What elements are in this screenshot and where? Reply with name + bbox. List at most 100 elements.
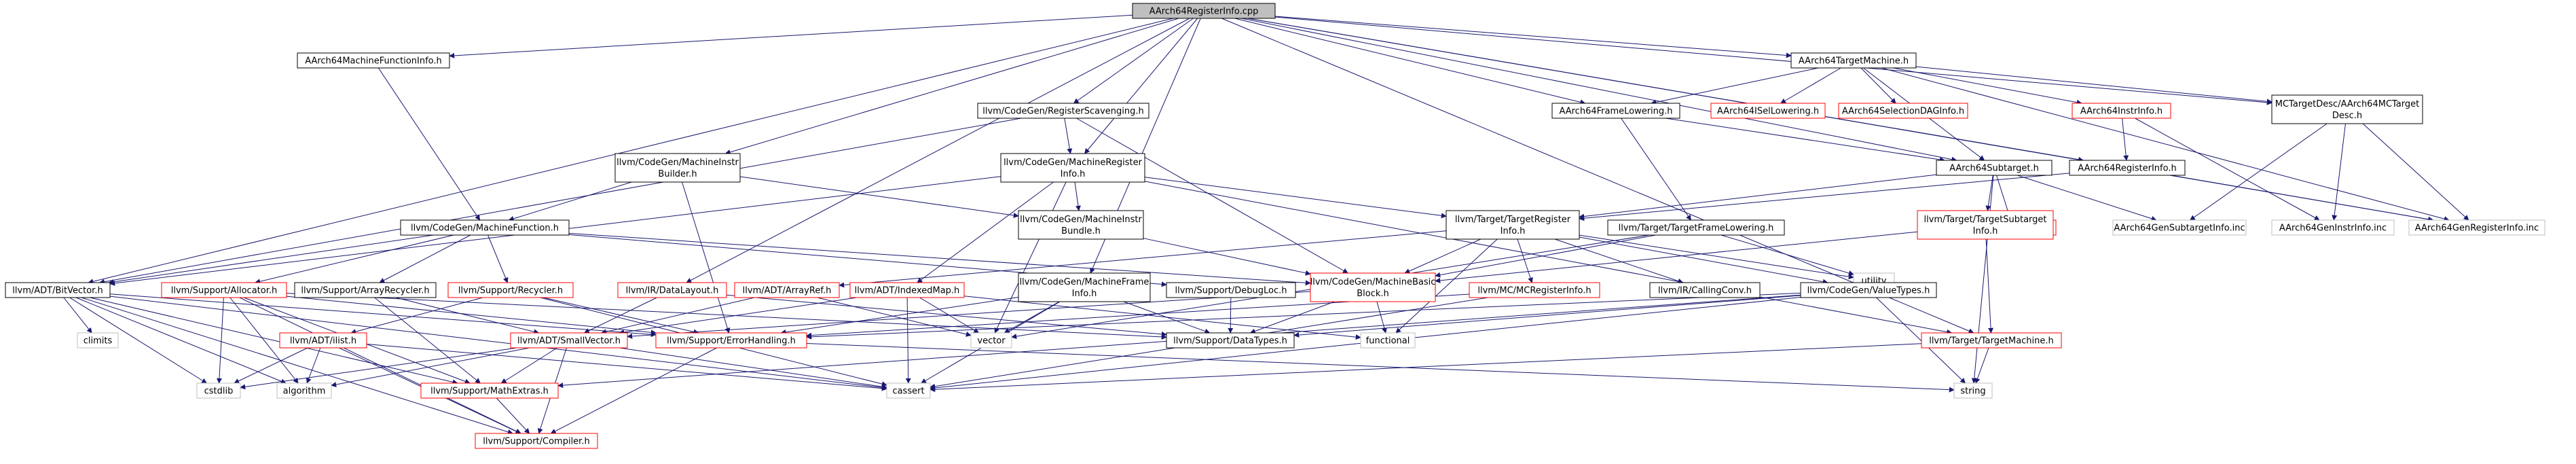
- node-box: [77, 332, 119, 349]
- node-mfunction[interactable]: llvm/CodeGen/MachineFunction.h: [400, 219, 570, 236]
- node-isel[interactable]: AArch64ISelLowering.h: [1710, 103, 1826, 119]
- edge-targetMachine-to-instrInfo: [1893, 67, 2082, 105]
- node-debugLoc[interactable]: llvm/Support/DebugLoc.h: [1166, 282, 1296, 298]
- node-dataLayout[interactable]: llvm/IR/DataLayout.h: [617, 282, 727, 298]
- edge-valueTypes-to-errorHandling: [806, 292, 1801, 340]
- node-root[interactable]: AArch64RegisterInfo.cpp: [1132, 3, 1276, 19]
- node-errorHandling[interactable]: llvm/Support/ErrorHandling.h: [655, 332, 807, 349]
- node-box: [2069, 160, 2186, 176]
- edge-root-to-mcTargetDesc: [1274, 16, 2273, 105]
- node-label: climits: [84, 336, 113, 346]
- node-label: llvm/ADT/SmallVector.h: [517, 336, 621, 346]
- node-label: AArch64GenRegisterInfo.inc: [2415, 224, 2539, 234]
- edge-tregInfo-to-functional: [1395, 238, 1498, 334]
- node-cassert[interactable]: cassert: [886, 382, 931, 399]
- node-box: [294, 282, 437, 298]
- node-label: llvm/Support/MathExtras.h: [430, 387, 549, 397]
- node-indexedMap[interactable]: llvm/ADT/IndexedMap.h: [849, 282, 965, 298]
- node-recycler[interactable]: llvm/Support/Recycler.h: [447, 282, 574, 298]
- node-arrayRecycler[interactable]: llvm/Support/ArrayRecycler.h: [294, 282, 437, 298]
- node-box: [1800, 282, 1937, 298]
- node-functional[interactable]: functional: [1360, 332, 1416, 349]
- edge-root-to-mreginfo: [1084, 18, 1198, 154]
- node-box: [161, 282, 287, 298]
- node-label: llvm/Support/Recycler.h: [458, 286, 563, 296]
- node-climits[interactable]: climits: [77, 332, 119, 349]
- node-tframeLowering[interactable]: llvm/Target/TargetFrameLowering.h: [1607, 219, 1785, 236]
- node-registerInfoH[interactable]: AArch64RegisterInfo.h: [2069, 160, 2186, 176]
- edge-ilist-to-cassert: [366, 343, 887, 391]
- edge-mfunction-to-recycler: [487, 234, 509, 283]
- node-box: [1551, 103, 1680, 119]
- node-targetMachine[interactable]: AArch64TargetMachine.h: [1790, 52, 1917, 69]
- node-label: llvm/Support/DataTypes.h: [1173, 336, 1287, 346]
- node-valueTypes[interactable]: llvm/CodeGen/ValueTypes.h: [1800, 282, 1937, 298]
- node-ilist[interactable]: llvm/ADT/ilist.h: [279, 332, 367, 349]
- edge-root-to-subtarget: [1241, 18, 1957, 162]
- edge-targetMachine-to-genRegister: [1881, 67, 2450, 222]
- node-allocator[interactable]: llvm/Support/Allocator.h: [161, 282, 287, 298]
- node-regScav[interactable]: llvm/CodeGen/RegisterScavenging.h: [977, 103, 1149, 119]
- node-cstdlib[interactable]: cstdlib: [196, 382, 241, 399]
- edge-smallVector-to-cstdlib: [240, 347, 517, 390]
- edge-arrayRef-to-smallVector: [600, 297, 755, 335]
- edge-instrInfo-to-registerInfoH: [2122, 118, 2129, 161]
- node-instrInfo[interactable]: AArch64InstrInfo.h: [2072, 103, 2171, 119]
- node-box: [2072, 103, 2171, 119]
- node-box: [297, 52, 450, 69]
- node-arrayRef[interactable]: llvm/ADT/ArrayRef.h: [734, 282, 840, 298]
- node-machineFunctionInfo[interactable]: AArch64MachineFunctionInfo.h: [297, 52, 450, 69]
- node-genInstr[interactable]: AArch64GenInstrInfo.inc: [2271, 219, 2395, 236]
- node-label: llvm/ADT/ilist.h: [290, 336, 356, 346]
- node-string[interactable]: string: [1953, 382, 1993, 399]
- node-mathExtras[interactable]: llvm/Support/MathExtras.h: [420, 382, 559, 399]
- edge-tregInfo-to-valueTypes: [1579, 236, 1828, 285]
- edge-tframeLowering-to-mbasicBlock: [1435, 234, 1656, 278]
- edge-mcTargetDesc-to-genRegister: [2362, 123, 2469, 221]
- node-callingConv[interactable]: llvm/IR/CallingConv.h: [1649, 282, 1761, 298]
- node-label: llvm/Target/TargetRegister: [1455, 215, 1571, 225]
- node-ttargetMachine[interactable]: llvm/Target/TargetMachine.h: [1921, 332, 2062, 349]
- edge-arrayRecycler-to-smallVector: [395, 297, 540, 335]
- node-compiler[interactable]: llvm/Support/Compiler.h: [475, 433, 598, 449]
- edge-smallVector-to-cassert: [619, 347, 887, 390]
- node-label: AArch64RegisterInfo.h: [2078, 164, 2176, 174]
- node-label: string: [1960, 387, 1985, 397]
- node-vector[interactable]: vector: [970, 332, 1012, 349]
- node-label: Info.h: [1061, 169, 1086, 179]
- node-subtarget[interactable]: AArch64Subtarget.h: [1936, 160, 2053, 176]
- node-dataTypes[interactable]: llvm/Support/DataTypes.h: [1166, 332, 1295, 349]
- node-box: [2271, 219, 2395, 236]
- edge-indexedMap-to-smallVector: [619, 297, 858, 335]
- node-selDag[interactable]: AArch64SelectionDAGInfo.h: [1838, 103, 1968, 119]
- node-label: AArch64Subtarget.h: [1949, 164, 2039, 174]
- node-label: algorithm: [283, 387, 326, 397]
- edge-mathExtras-to-compiler: [496, 397, 530, 434]
- edge-ilist-to-cstdlib: [234, 347, 308, 384]
- node-genSubtarget[interactable]: AArch64GenSubtargetInfo.inc: [2112, 219, 2247, 236]
- node-label: llvm/CodeGen/RegisterScavenging.h: [982, 107, 1143, 117]
- node-box: [614, 153, 741, 183]
- edge-errorHandling-to-string: [806, 342, 1955, 393]
- node-bitvector[interactable]: llvm/ADT/BitVector.h: [5, 282, 111, 298]
- edge-root-to-bitvector: [88, 18, 1173, 285]
- edge-arrayRecycler-to-mathExtras: [374, 297, 481, 384]
- node-smallVector[interactable]: llvm/ADT/SmallVector.h: [510, 332, 628, 349]
- node-label: Block.h: [1357, 289, 1389, 299]
- node-algorithm[interactable]: algorithm: [276, 382, 332, 399]
- edge-dataLayout-to-smallVector: [583, 297, 657, 334]
- edge-tframeLowering-to-utility: [1721, 234, 1854, 276]
- node-box: [1000, 153, 1145, 183]
- node-frameLowering[interactable]: AArch64FrameLowering.h: [1551, 103, 1680, 119]
- node-box: [1166, 332, 1295, 349]
- node-genRegister[interactable]: AArch64GenRegisterInfo.inc: [2408, 219, 2545, 236]
- node-mcRegInfo[interactable]: llvm/MC/MCRegisterInfo.h: [1469, 282, 1600, 298]
